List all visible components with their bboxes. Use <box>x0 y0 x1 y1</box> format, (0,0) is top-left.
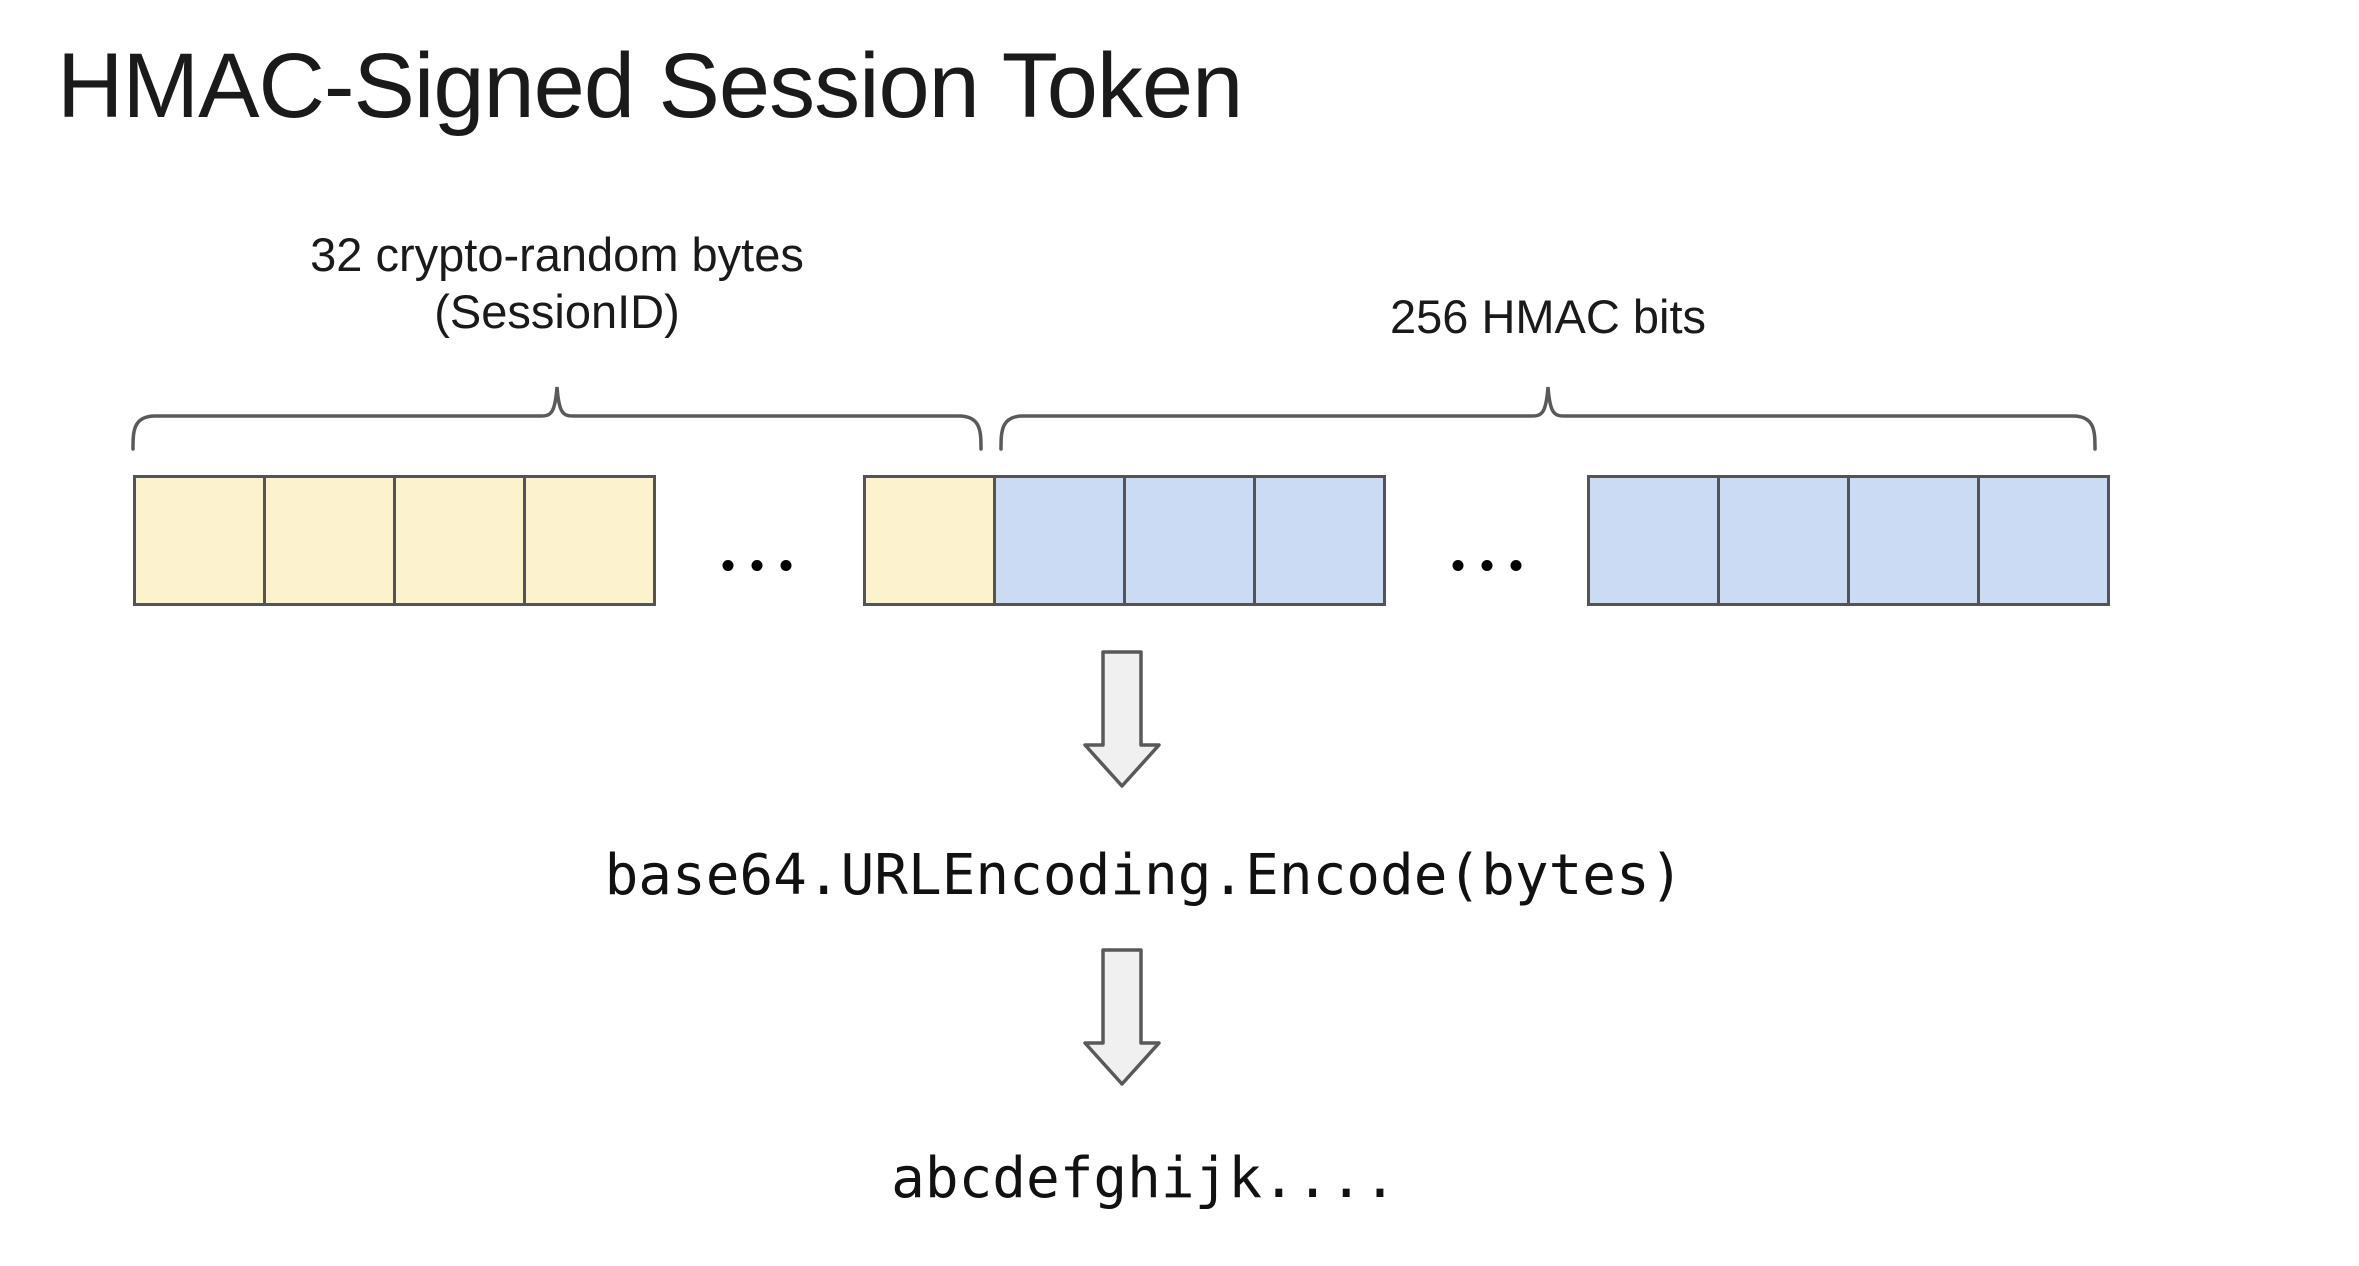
session-region-label-line2: (SessionID) <box>434 285 680 339</box>
ellipsis-dots <box>1452 560 1522 571</box>
page-title: HMAC-Signed Session Token <box>57 35 1243 137</box>
byte-cell-hmac <box>1847 475 1980 606</box>
byte-cell-hmac <box>1253 475 1386 606</box>
hmac-brace-icon <box>999 386 2097 451</box>
byte-cell-hmac <box>1717 475 1850 606</box>
byte-cell-session <box>263 475 396 606</box>
hmac-bytes-group <box>1587 475 2110 606</box>
base64-encode-call-text: base64.URLEncoding.Encode(bytes) <box>604 843 1684 908</box>
byte-cell-hmac <box>1977 475 2110 606</box>
session-hmac-boundary-group <box>863 475 1386 606</box>
byte-cell-hmac <box>993 475 1126 606</box>
byte-cell-session <box>863 475 996 606</box>
ellipsis-dots <box>722 560 792 571</box>
byte-cell-session <box>393 475 526 606</box>
session-bytes-group <box>133 475 656 606</box>
byte-cell-hmac <box>1123 475 1256 606</box>
down-arrow-icon <box>1083 948 1161 1086</box>
session-region-label: 32 crypto-random bytes (SessionID) <box>310 226 804 341</box>
session-region-label-line1: 32 crypto-random bytes <box>310 228 804 281</box>
down-arrow-icon <box>1083 650 1161 788</box>
encoded-token-text: abcdefghijk.... <box>891 1146 1397 1211</box>
byte-cell-hmac <box>1587 475 1720 606</box>
byte-cell-session <box>523 475 656 606</box>
byte-cell-session <box>133 475 266 606</box>
hmac-region-label: 256 HMAC bits <box>1389 290 1707 343</box>
session-brace-icon <box>131 386 983 451</box>
